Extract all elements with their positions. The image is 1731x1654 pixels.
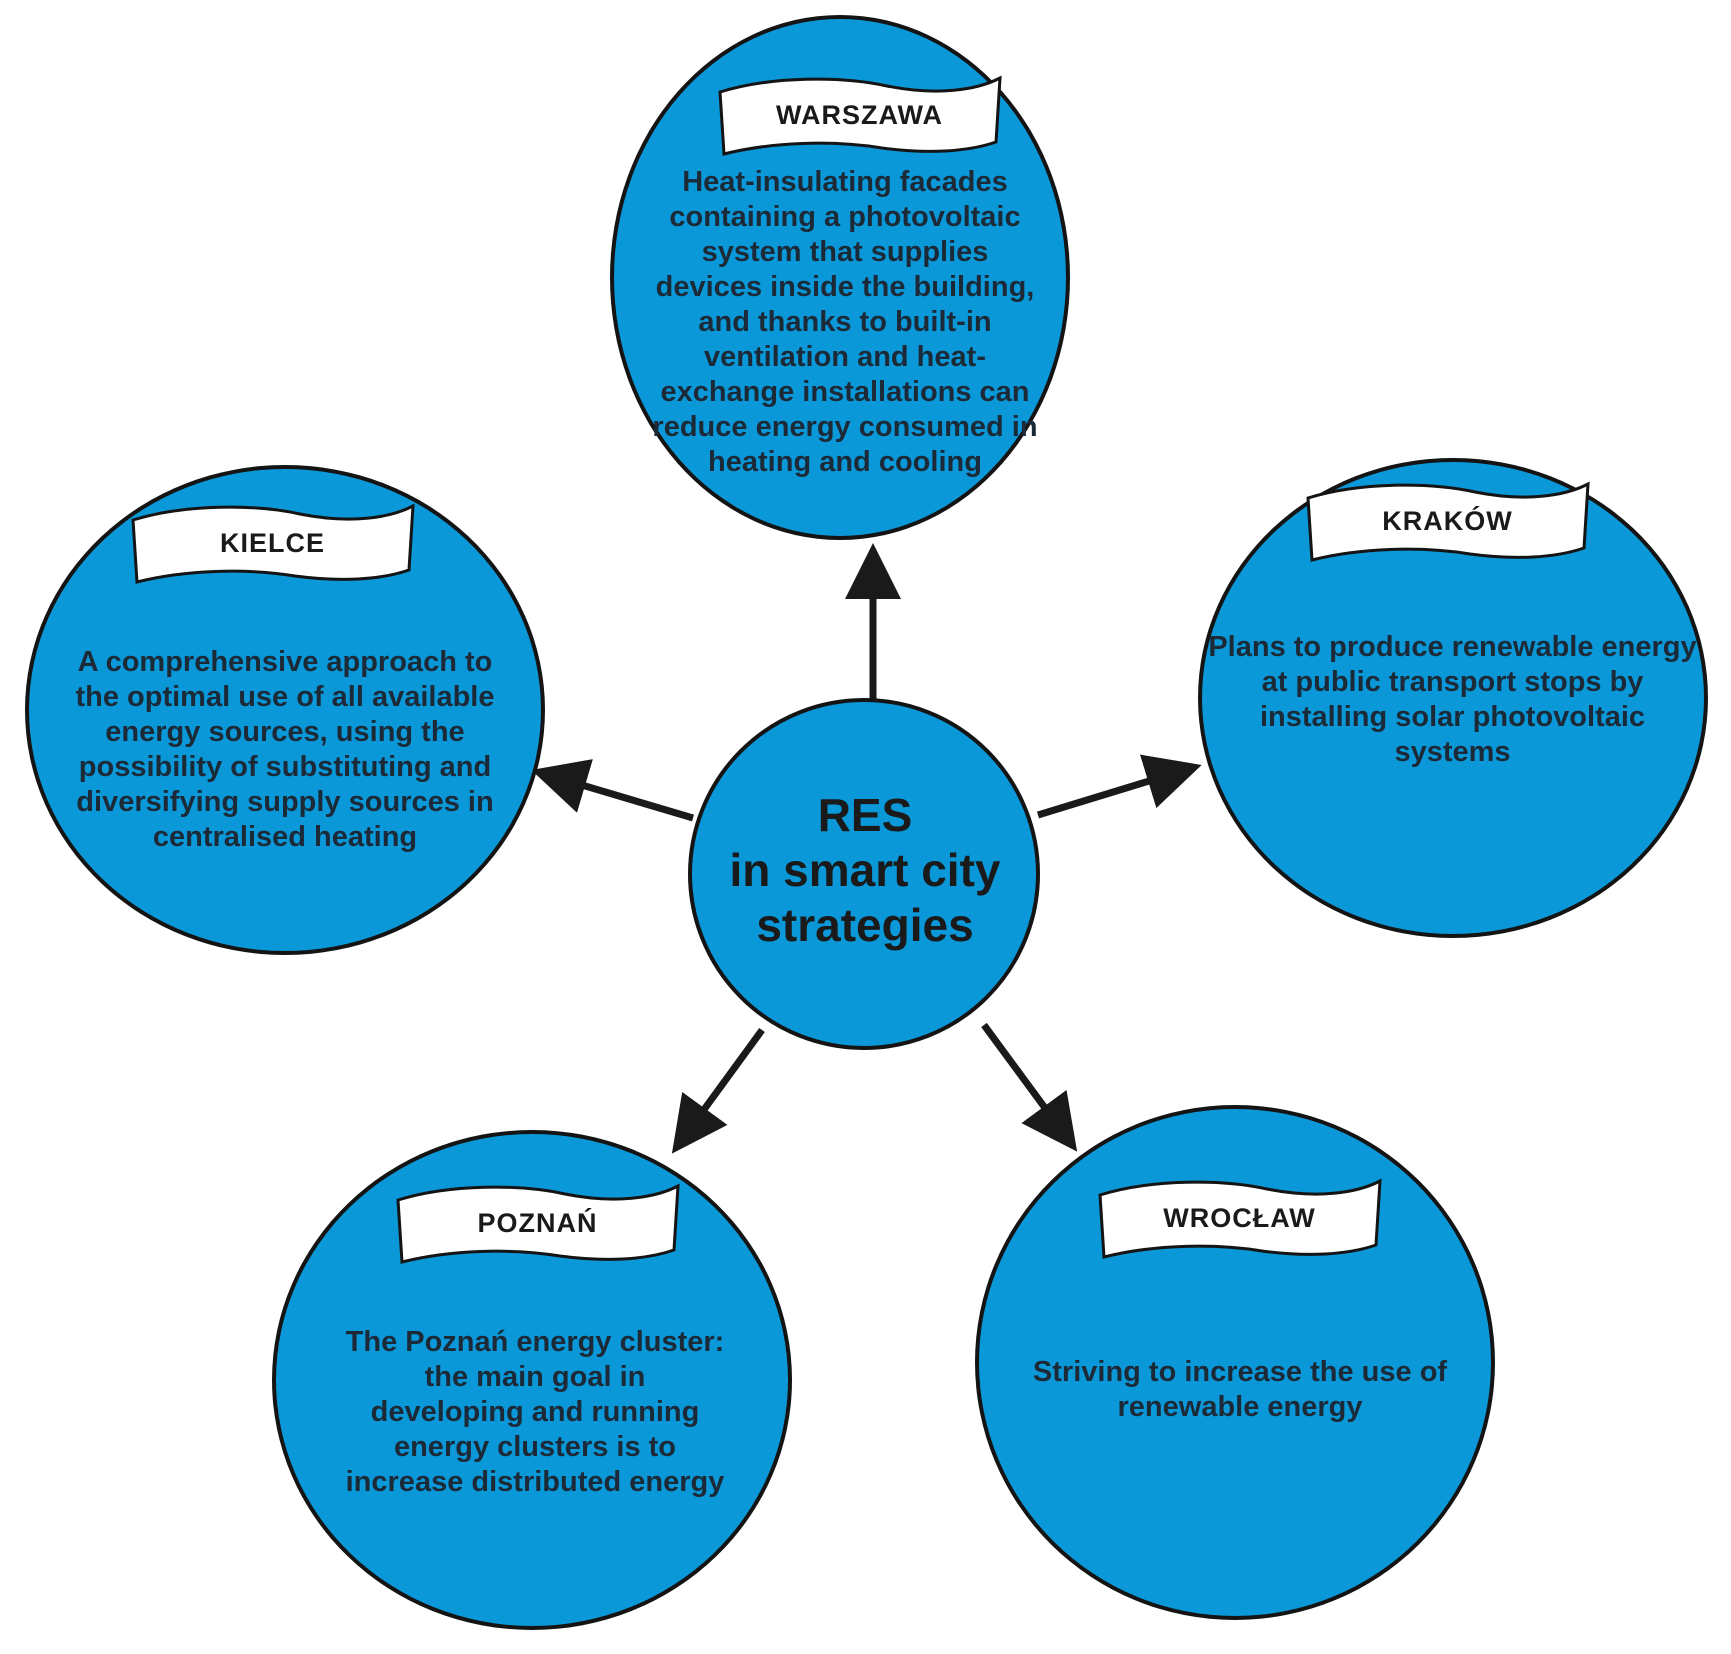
description-warszawa: Heat-insulating facades containing a pho… (652, 166, 1038, 478)
description-kielce: A comprehensive approach to the optimal … (75, 646, 495, 853)
center-circle (688, 698, 1040, 1050)
arrow-to-poznan (671, 1027, 765, 1154)
description-krakow: Plans to produce renewable energy at pub… (1208, 631, 1697, 768)
center-title: RES in smart city strategies (700, 770, 1030, 970)
description-wroclaw: Striving to increase the use of renewabl… (1032, 1356, 1448, 1423)
arrow-to-krakow (1036, 754, 1202, 819)
arrow-to-wroclaw (981, 1022, 1078, 1152)
description-poznan: The Poznań energy cluster: the main goal… (345, 1326, 725, 1498)
arrow-to-kielce (531, 759, 694, 822)
center-line-1: RES (817, 788, 913, 841)
center-line-3: strategies (756, 898, 974, 951)
center-line-2: in smart city (729, 843, 1001, 896)
